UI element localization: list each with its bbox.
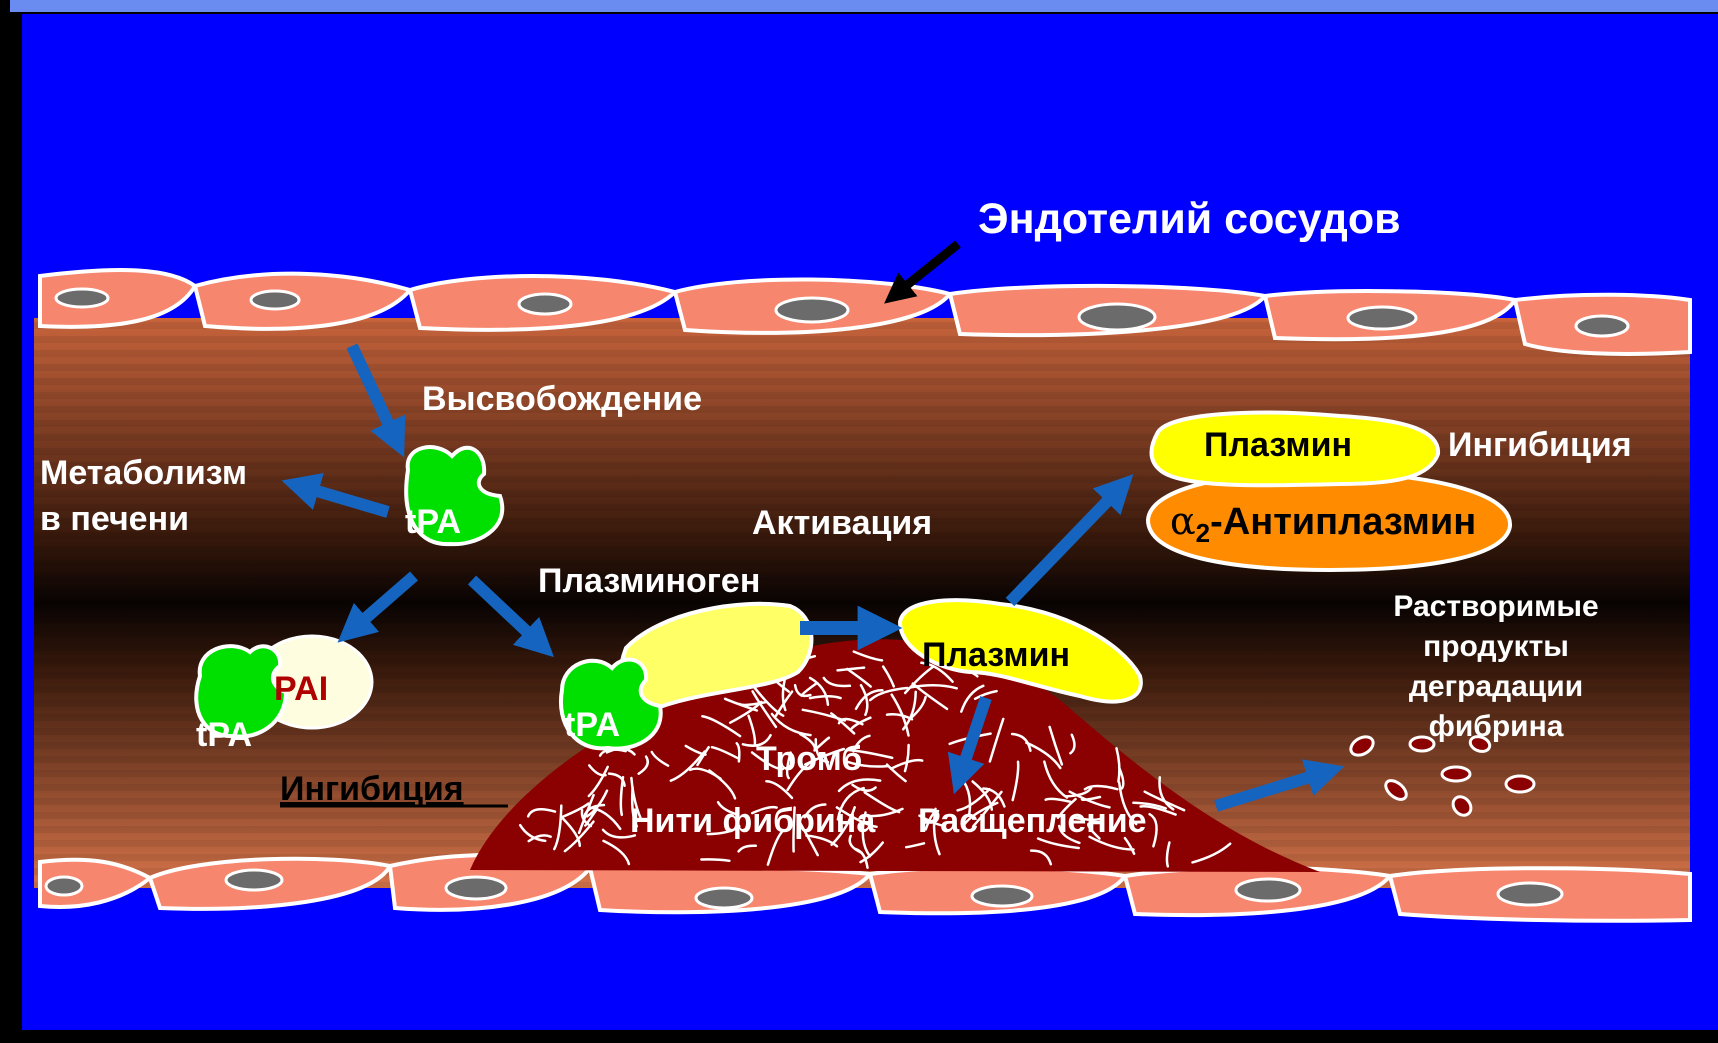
cell-nucleus	[226, 870, 282, 890]
pai-inhibition-label: Ингибиция	[280, 770, 464, 808]
cleavage-label: Расщепление	[918, 802, 1147, 840]
antiplasmin-text: -Антиплазмин	[1210, 501, 1476, 543]
cell-nucleus	[46, 877, 82, 895]
soluble-label-line1: Растворимые	[1393, 590, 1598, 623]
cell-nucleus	[776, 298, 848, 322]
tpa-pai-label: tPA	[196, 716, 252, 754]
cell-nucleus	[1498, 883, 1562, 905]
cell-nucleus	[1348, 307, 1416, 329]
cell-nucleus	[519, 294, 571, 314]
tpa-free-label: tPA	[405, 503, 461, 541]
metabolism-label-line2: в печени	[40, 500, 189, 538]
plasmin-complex-label: Плазмин	[1204, 426, 1352, 464]
fdp-fragment	[1506, 776, 1534, 792]
cell-nucleus	[446, 877, 506, 899]
cell-nucleus	[251, 291, 299, 309]
alpha-symbol: α	[1170, 499, 1196, 543]
antiplasmin-label: α2-Антиплазмин	[1170, 499, 1476, 548]
activation-label: Активация	[752, 504, 932, 542]
slide-top-stripe	[10, 0, 1718, 12]
fibrin-threads-label: Нити фибрина	[630, 802, 876, 840]
fibrin-thread	[701, 859, 729, 860]
soluble-label-line4: фибрина	[1429, 710, 1564, 743]
cell-nucleus	[1576, 316, 1628, 336]
soluble-label-line2: продукты	[1423, 630, 1569, 663]
complex-inhibition-label: Ингибиция	[1448, 426, 1632, 464]
release-label: Высвобождение	[422, 380, 702, 418]
fdp-fragment	[1442, 767, 1470, 781]
metabolism-label-line1: Метаболизм	[40, 454, 247, 492]
soluble-label-line3: деградации	[1409, 670, 1583, 703]
pai-label: PAI	[274, 670, 328, 708]
tpa-clot-label: tPA	[564, 706, 620, 744]
cell-nucleus	[696, 888, 752, 908]
alpha-subscript: 2	[1196, 518, 1210, 548]
cell-nucleus	[972, 886, 1032, 906]
cell-nucleus	[56, 289, 108, 307]
endothelium-label: Эндотелий сосудов	[978, 195, 1401, 243]
plasminogen-label: Плазминоген	[538, 562, 760, 600]
cell-nucleus	[1236, 879, 1300, 901]
plasmin-active-label: Плазмин	[922, 636, 1070, 674]
thrombus-label: Тромб	[756, 740, 862, 778]
cell-nucleus	[1079, 304, 1155, 330]
